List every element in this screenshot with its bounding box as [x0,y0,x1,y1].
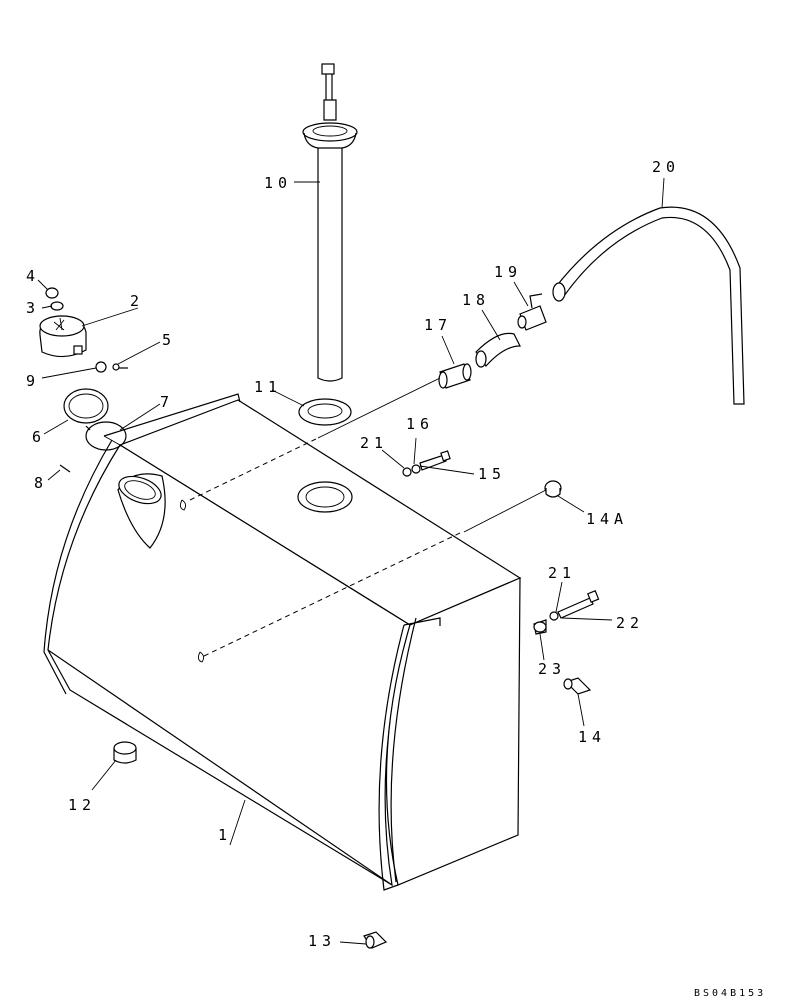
fuel-level-sender [302,63,358,382]
callout-9: 9 [26,372,40,390]
retaining-ring [85,421,127,451]
drawing-code: BS04B153 [694,988,766,999]
callout-19: 19 [494,263,522,281]
callout-20: 20 [652,158,680,176]
callout-17: 17 [424,316,452,334]
filler-gasket [63,388,109,424]
callout-1: 1 [218,826,232,844]
plug-14a [544,480,562,498]
filler-cap [39,315,87,358]
callout-13: 13 [308,932,336,950]
callout-23: 23 [538,660,566,678]
callout-7: 7 [160,393,174,411]
bolt-15 [402,450,451,477]
bolt-22 [549,590,600,621]
callout-11: 11 [254,378,282,396]
adapter-fitting [438,363,472,389]
callout-14a: 14A [586,510,628,528]
clip-pin [59,464,71,473]
callout-5: 5 [162,331,176,349]
cap-screw [95,361,107,373]
callout-2: 2 [130,292,144,310]
callout-18: 18 [462,291,490,309]
fuel-tank [43,393,522,891]
callout-22: 22 [616,614,644,632]
drain-hose [552,206,745,405]
callout-16: 16 [406,415,434,433]
callout-12: 12 [68,796,96,814]
cap-nut [45,287,59,299]
callout-15: 15 [478,465,506,483]
cap-washer [50,301,64,311]
callout-14: 14 [578,728,606,746]
callout-21-upper: 21 [360,434,388,452]
callout-4: 4 [26,267,40,285]
elbow-hose [475,332,521,368]
callout-8: 8 [34,474,48,492]
callout-6: 6 [32,428,46,446]
elbow-fitting-14 [563,677,592,695]
cap-pin [112,363,128,371]
leader-lines [37,177,665,945]
callout-21-lower: 21 [548,564,576,582]
shutoff-valve [517,293,547,331]
spacer-23 [533,619,547,635]
callout-3: 3 [26,299,40,317]
elbow-fitting-13 [363,931,388,949]
plug-12 [113,741,137,764]
sender-gasket [298,398,352,426]
callout-10: 10 [264,174,292,192]
